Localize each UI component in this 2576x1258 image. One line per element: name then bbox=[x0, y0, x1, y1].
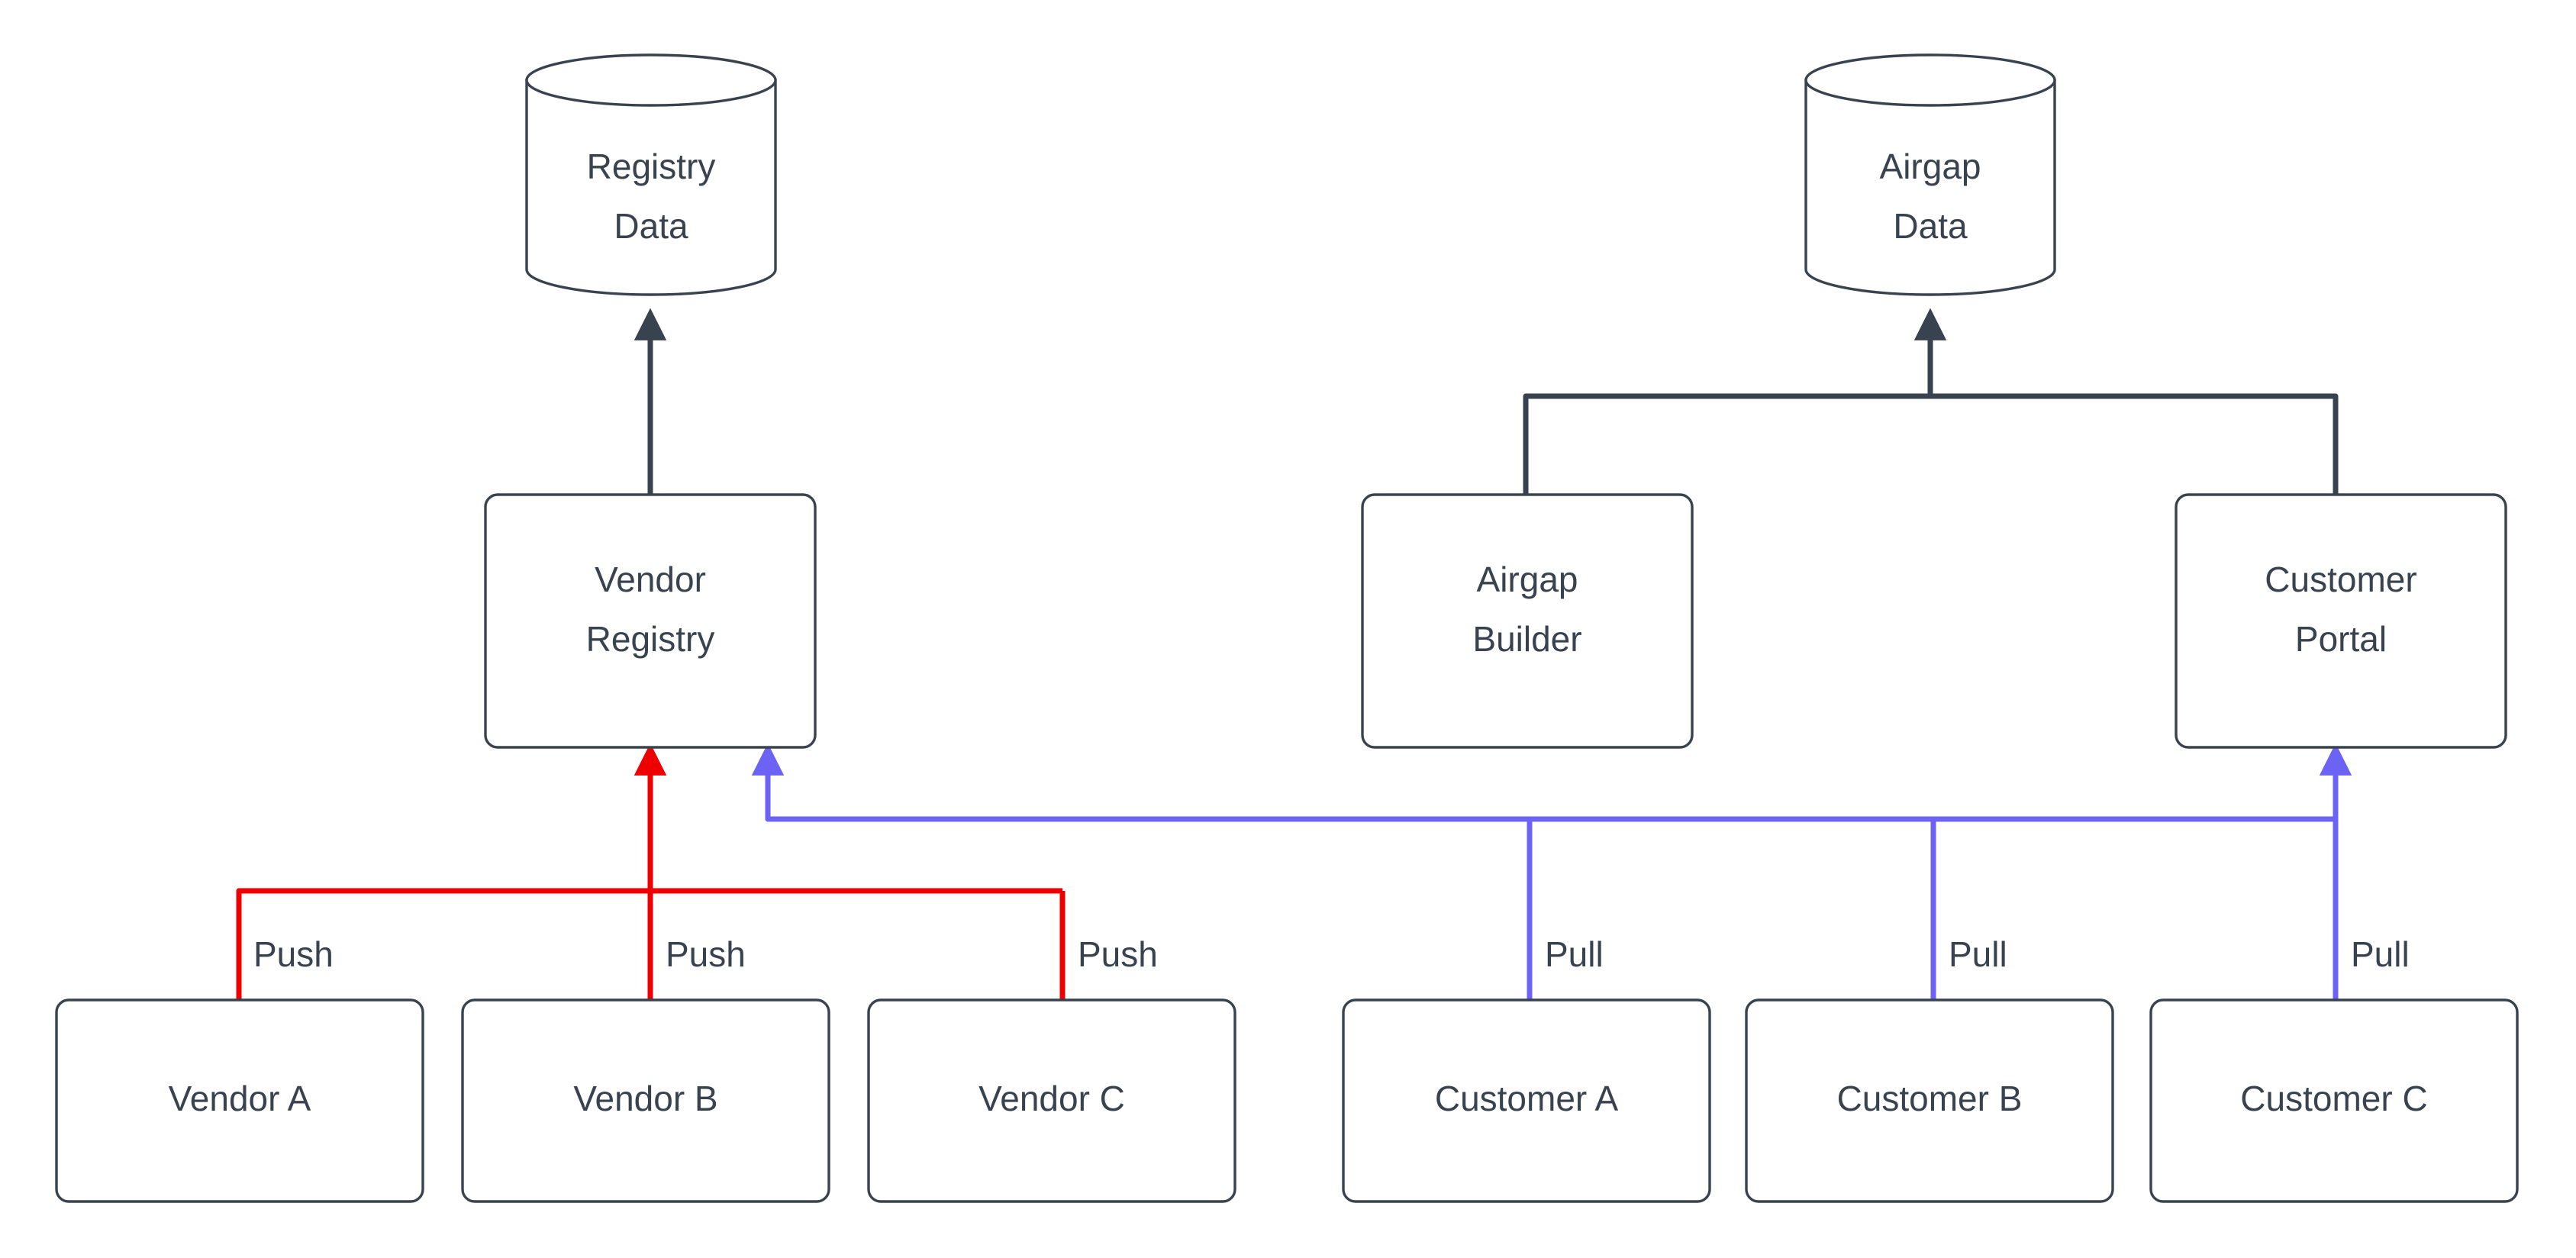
datastore-airgap-data-line1: Airgap bbox=[1880, 147, 1981, 186]
edge-label-push-vendor-b: Push bbox=[666, 934, 746, 974]
node-airgap-builder[interactable]: Airgap Builder bbox=[1361, 493, 1694, 749]
edge-label-push-vendor-c: Push bbox=[1078, 934, 1158, 974]
node-customer-portal[interactable]: Customer Portal bbox=[2175, 493, 2507, 749]
node-vendor-b-label: Vendor B bbox=[573, 1079, 717, 1118]
node-customer-portal-line2: Portal bbox=[2295, 619, 2387, 659]
node-airgap-builder-line2: Builder bbox=[1472, 619, 1581, 659]
node-vendor-c-label: Vendor C bbox=[978, 1079, 1125, 1118]
edge-label-pull-customer-b: Pull bbox=[1949, 934, 2007, 974]
datastore-registry-data-line2: Data bbox=[614, 206, 688, 246]
node-customer-portal-line1: Customer bbox=[2265, 560, 2416, 599]
node-vendor-registry-line1: Vendor bbox=[595, 560, 706, 599]
node-customer-b[interactable]: Customer B bbox=[1745, 998, 2114, 1203]
edge-customer-portal-to-airgap-data bbox=[1930, 393, 2339, 495]
node-vendor-a[interactable]: Vendor A bbox=[55, 998, 424, 1203]
edge-label-pull-customer-a: Pull bbox=[1545, 934, 1604, 974]
node-vendor-b[interactable]: Vendor B bbox=[461, 998, 830, 1203]
edge-label-pull-customer-c: Pull bbox=[2351, 934, 2410, 974]
edge-pull-bus bbox=[751, 743, 2352, 1000]
datastore-registry-data-line1: Registry bbox=[587, 147, 716, 186]
node-vendor-registry[interactable]: Vendor Registry bbox=[484, 493, 817, 749]
edge-label-push-vendor-a: Push bbox=[253, 934, 334, 974]
node-customer-a[interactable]: Customer A bbox=[1342, 998, 1711, 1203]
datastore-airgap-data[interactable]: Airgap Data bbox=[1804, 53, 2056, 296]
node-vendor-c[interactable]: Vendor C bbox=[867, 998, 1236, 1203]
node-airgap-builder-line1: Airgap bbox=[1477, 560, 1578, 599]
edge-push-bus bbox=[236, 743, 1066, 1000]
node-customer-c[interactable]: Customer C bbox=[2149, 998, 2519, 1203]
node-customer-c-label: Customer C bbox=[2240, 1079, 2427, 1118]
datastore-airgap-data-line2: Data bbox=[1893, 206, 1968, 246]
node-customer-a-label: Customer A bbox=[1435, 1079, 1619, 1118]
node-vendor-a-label: Vendor A bbox=[169, 1079, 311, 1118]
edge-airgap-builder-to-airgap-data bbox=[1523, 393, 1930, 495]
datastore-registry-data[interactable]: Registry Data bbox=[525, 53, 777, 296]
node-customer-b-label: Customer B bbox=[1837, 1079, 2023, 1118]
node-vendor-registry-line2: Registry bbox=[586, 619, 715, 659]
